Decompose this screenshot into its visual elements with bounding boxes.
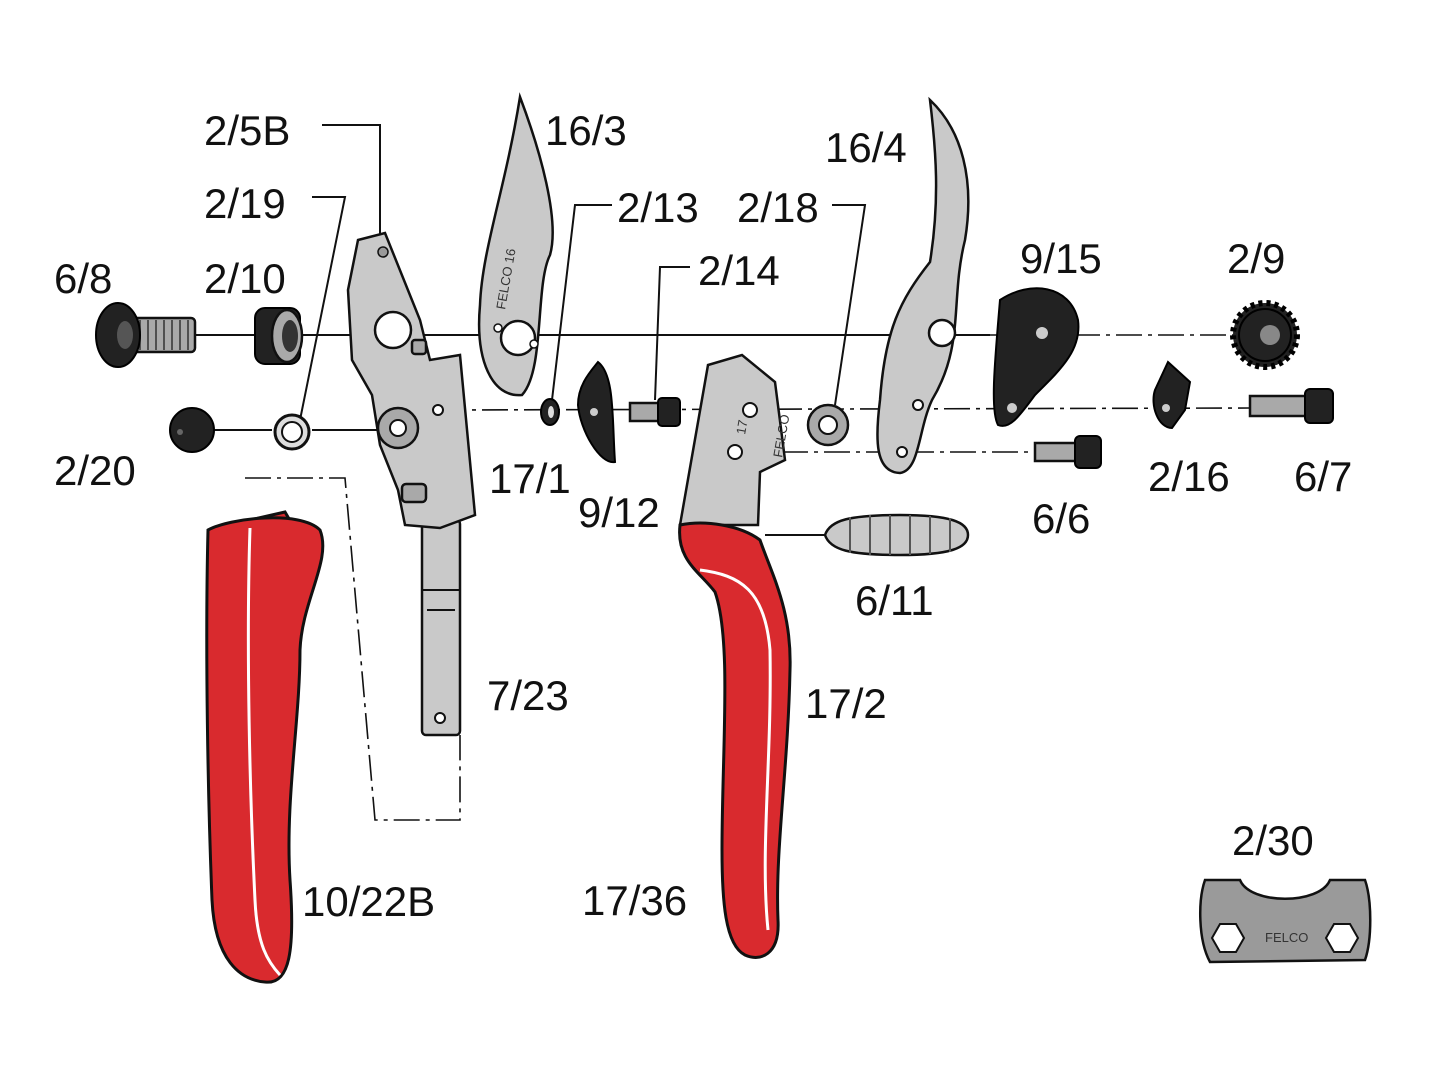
label-16-4: 16/4 [825,124,907,171]
label-2-19: 2/19 [204,180,286,227]
part-2-30-key-tool: FELCO [1199,878,1372,964]
label-9-12: 9/12 [578,489,660,536]
label-6-6: 6/6 [1032,495,1090,542]
handle-brand-engraving: FELCO [770,413,792,458]
label-2-9: 2/9 [1227,235,1285,282]
label-6-11: 6/11 [855,577,934,624]
label-2-13: 2/13 [617,184,699,231]
label-2-30: 2/30 [1232,817,1314,864]
label-2-20: 2/20 [54,447,136,494]
part-2-18-nut [806,403,850,447]
part-9-15-plate [992,287,1080,427]
tool-brand-engraving: FELCO [1265,930,1308,945]
part-16-4-blade [876,96,970,475]
part-6-11-spring [823,513,970,557]
part-2-20-cap [169,407,215,453]
part-9-12-plate [576,360,617,464]
part-2-14-screw [628,397,681,427]
label-6-8: 6/8 [54,255,112,302]
part-6-8-bolt [95,302,197,368]
label-9-15: 9/15 [1020,235,1102,282]
label-2-18: 2/18 [737,184,819,231]
label-2-10: 2/10 [204,255,286,302]
part-2-5B-anvil [346,231,477,737]
part-2-10-bushing [254,307,304,365]
part-2-9-gear-nut [1230,300,1300,370]
part-16-3-blade: FELCO 16 [477,92,554,397]
handle-number-engraving: 17 [733,419,750,436]
leader-lines [299,124,867,421]
label-2-16: 2/16 [1148,453,1230,500]
label-16-3: 16/3 [545,107,627,154]
label-7-23: 7/23 [487,672,569,719]
label-6-7: 6/7 [1294,453,1352,500]
label-10-22B: 10/22B [302,878,435,925]
part-6-7-screw [1248,388,1334,424]
part-2-16-catch [1152,360,1192,430]
part-2-13-washer [540,398,560,426]
part-10-22B-red-grip [205,510,325,984]
part-2-19-ring [273,413,311,451]
label-17-2: 17/2 [805,680,887,727]
part-labels: 2/5B 16/3 16/4 2/19 2/13 2/18 9/15 2/9 6… [54,107,1352,925]
part-6-6-screw [1033,435,1102,469]
part-17-36-handle-frame: 17 FELCO [678,353,792,527]
part-17-2-red-grip [678,521,792,959]
label-2-5B: 2/5B [204,107,290,154]
label-2-14: 2/14 [698,247,780,294]
label-17-36: 17/36 [582,877,687,924]
label-17-1: 17/1 [489,455,571,502]
